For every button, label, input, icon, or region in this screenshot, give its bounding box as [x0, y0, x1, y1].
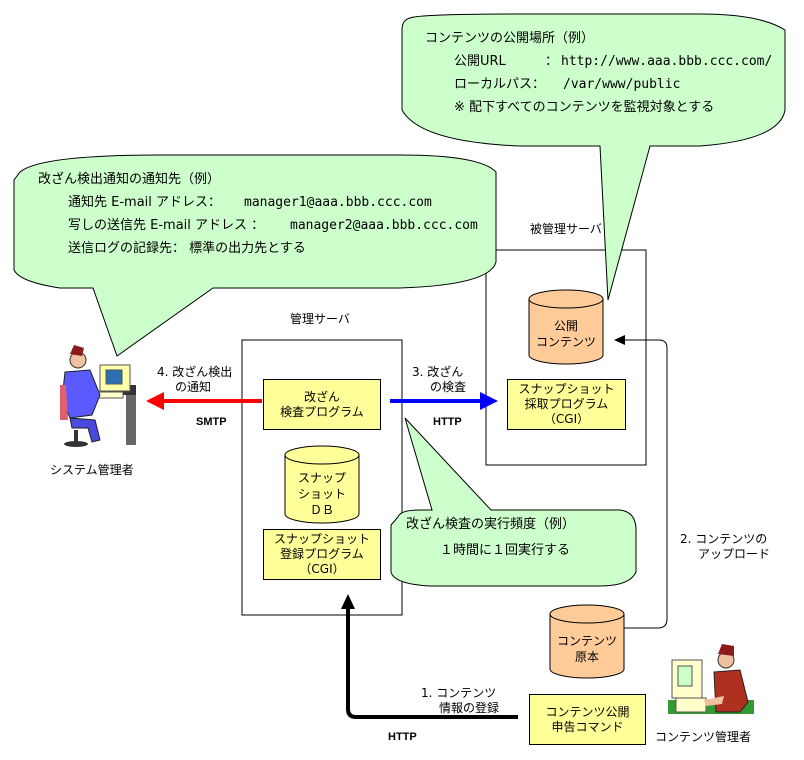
- step3-line-2: の検査: [430, 380, 467, 394]
- content-admin-label: コンテンツ管理者: [655, 730, 752, 744]
- snapshot-capture-line-2: 採取プログラム: [524, 397, 609, 411]
- snapshot-db-line-1: スナップ: [297, 471, 346, 485]
- step1-line-1: 1. コンテンツ: [421, 686, 497, 700]
- cc-email-label: 写しの送信先 E-mail アドレス ：: [68, 218, 265, 233]
- content-original-line-2: 原本: [574, 650, 599, 664]
- snapshot-capture-cgi-box: スナップショット 採取プログラム （CGI）: [507, 379, 626, 430]
- public-url-value: http://www.aaa.bbb.ccc.com/: [561, 54, 773, 69]
- step4-label: 4. 改ざん検出 の通知: [157, 365, 232, 395]
- public-content-label: 公開 コンテンツ: [529, 318, 603, 350]
- monitor-scope-note: ※ 配下すべてのコンテンツを監視対象とする: [454, 100, 715, 115]
- step4-line-1: 4. 改ざん検出: [157, 365, 233, 379]
- local-path-label: ローカルパス：: [454, 77, 546, 92]
- tamper-check-program-box: 改ざん 検査プログラム: [263, 379, 381, 430]
- notify-email-value: manager1@aaa.bbb.ccc.com: [244, 195, 432, 210]
- upload-connector: [624, 339, 668, 629]
- publish-command-line-1: コンテンツ公開: [545, 704, 630, 719]
- snapshot-db-line-2: ショット: [297, 487, 346, 501]
- public-content-line-2: コンテンツ: [535, 335, 596, 349]
- bubble-notification-title: 改ざん検出通知の通知先（例）: [38, 172, 221, 187]
- step2-line-1: 2. コンテンツの: [680, 532, 768, 546]
- snapshot-db-label: スナップ ショット ＤＢ: [285, 470, 359, 518]
- snapshot-capture-line-1: スナップショット: [518, 382, 615, 396]
- http-register-protocol-label: HTTP: [388, 731, 417, 743]
- http-check-arrowhead: [480, 392, 498, 410]
- smtp-arrowhead: [146, 392, 164, 410]
- system-admin-label: システム管理者: [50, 463, 134, 477]
- bubble-public-location: [401, 13, 786, 301]
- tamper-check-line-2: 検査プログラム: [280, 404, 364, 419]
- publish-command-box: コンテンツ公開 申告コマンド: [529, 694, 646, 745]
- snapshot-register-line-1: スナップショット: [273, 532, 370, 546]
- step3-line-1: 3. 改ざん: [412, 365, 464, 379]
- bubble-public-location-title: コンテンツの公開場所（例）: [425, 31, 595, 46]
- snapshot-register-cgi-box: スナップショット 登録プログラム （CGI）: [263, 529, 381, 580]
- system-admin-illustration: [60, 345, 136, 447]
- bubble-frequency-line: １時間に１回実行する: [440, 543, 571, 558]
- register-arrow-line: [346, 608, 518, 719]
- tamper-check-line-1: 改ざん: [303, 389, 340, 404]
- cc-email-value: manager2@aaa.bbb.ccc.com: [290, 218, 478, 233]
- bubble-frequency-title: 改ざん検査の実行頻度（例）: [406, 517, 576, 532]
- public-url-sep: ：: [545, 54, 559, 69]
- content-original-label: コンテンツ 原本: [550, 633, 624, 665]
- step4-line-2: の通知: [175, 380, 212, 394]
- admin-server-label: 管理サーバ: [290, 312, 350, 326]
- snapshot-db-cylinder: [284, 445, 360, 524]
- upload-arrowhead: [614, 335, 625, 345]
- content-original-line-1: コンテンツ: [556, 634, 617, 648]
- snapshot-db-line-3: ＤＢ: [309, 503, 334, 517]
- smtp-protocol-label: SMTP: [196, 416, 227, 428]
- public-content-line-1: 公開: [553, 319, 578, 333]
- register-arrowhead: [341, 594, 355, 609]
- step1-label: 1. コンテンツ 情報の登録: [421, 686, 499, 716]
- bubble-notification: [13, 154, 497, 357]
- local-path-value: /var/www/public: [563, 77, 681, 92]
- publish-command-line-2: 申告コマンド: [551, 719, 624, 734]
- log-destination: 送信ログの記録先： 標準の出力先とする: [68, 241, 306, 256]
- step3-label: 3. 改ざん の検査: [412, 365, 466, 395]
- snapshot-register-line-3: （CGI）: [299, 562, 345, 576]
- public-url-label: 公開URL: [454, 54, 506, 69]
- public-content-cylinder: [528, 289, 604, 365]
- snapshot-register-line-2: 登録プログラム: [280, 547, 364, 561]
- content-admin-illustration: [668, 644, 754, 714]
- snapshot-capture-line-3: （CGI）: [543, 412, 590, 426]
- content-original-cylinder: [549, 604, 625, 679]
- step2-line-2: アップロード: [698, 547, 771, 561]
- bubble-frequency: [390, 417, 637, 587]
- managed-server-label: 被管理サーバ: [530, 222, 602, 236]
- step1-line-2: 情報の登録: [439, 701, 500, 715]
- notify-email-label: 通知先 E-mail アドレス：: [68, 195, 222, 210]
- http-check-protocol-label: HTTP: [433, 416, 462, 428]
- step2-label: 2. コンテンツの アップロード: [680, 532, 770, 562]
